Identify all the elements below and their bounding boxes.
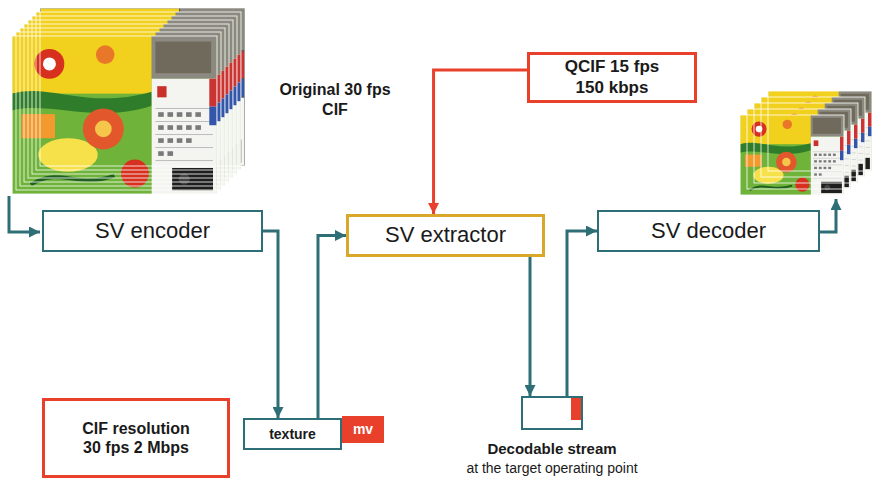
bitstream-mv-bar [571, 398, 581, 420]
bitstream-mv: mv [342, 416, 384, 443]
box-label: SV encoder [95, 218, 210, 244]
process-box: SV decoder [597, 210, 820, 252]
bitstream-symbol: Decodable streamat the target operating … [521, 396, 583, 430]
box-label: mv [353, 421, 373, 438]
flow-arrow [318, 236, 346, 419]
original-frame-stack [12, 8, 245, 194]
box-label: texture [269, 426, 316, 443]
output-wire [820, 199, 836, 232]
flow-arrow [434, 70, 527, 214]
process-box: SV extractor [346, 214, 545, 257]
flow-arrow [567, 231, 597, 396]
box-label: SV decoder [651, 218, 766, 244]
flow-arrow [529, 257, 532, 396]
stream-caption: at the target operating point [466, 460, 637, 476]
flow-arrow [263, 231, 278, 418]
stream-title: Decodable stream [487, 440, 616, 457]
operating-point-box: QCIF 15 fps 150 kbps [527, 52, 697, 103]
bitstream-texture: texture [243, 418, 342, 450]
box-label: SV extractor [385, 222, 506, 248]
frame-caption: Original 30 fps CIF [270, 80, 400, 120]
box-label: QCIF 15 fps 150 kbps [553, 57, 671, 98]
box-label: CIF resolution 30 fps 2 Mbps [72, 419, 200, 457]
operating-point-box: CIF resolution 30 fps 2 Mbps [42, 398, 230, 478]
decoded-frame-stack [740, 91, 872, 195]
input-wire [9, 196, 40, 232]
process-box: SV encoder [42, 210, 263, 252]
